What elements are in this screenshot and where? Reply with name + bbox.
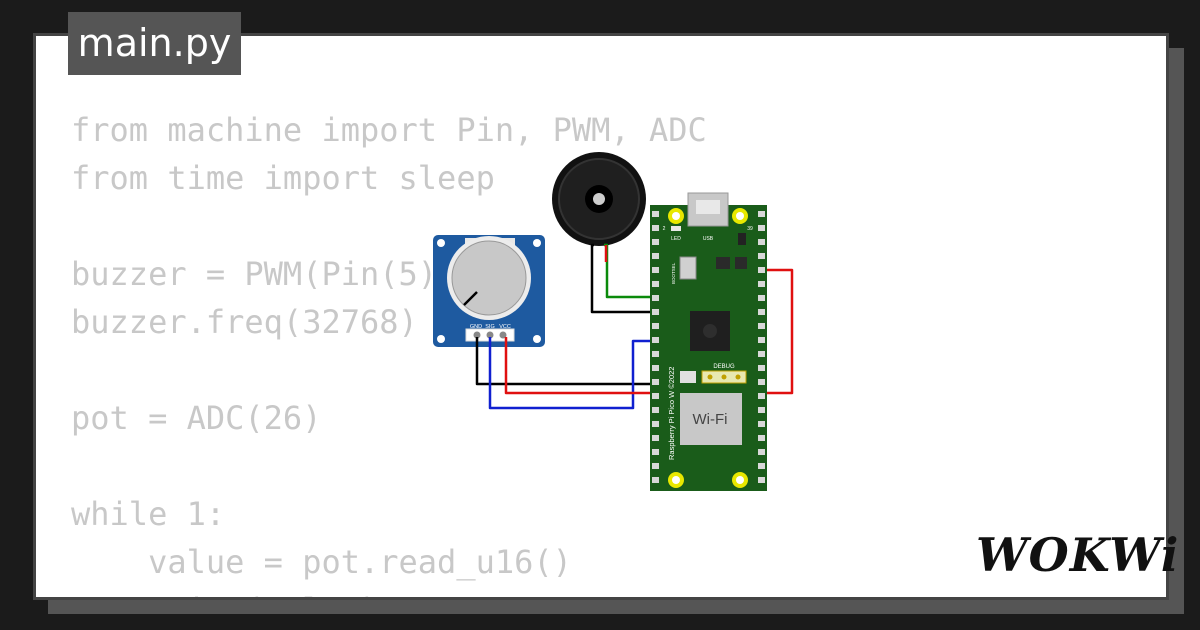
buzzer[interactable] <box>552 152 646 246</box>
pico-led-label: LED <box>671 236 681 242</box>
pot-knob-indicator <box>463 291 478 306</box>
pot-pin-label-vcc: VCC <box>499 324 511 330</box>
pico-bootsel-label: BOOTSEL <box>671 262 676 284</box>
code-line: value = pot.read_u16() <box>71 543 572 581</box>
code-line: from time import sleep <box>71 159 495 197</box>
wokwi-logo: WOKWi <box>976 528 1180 582</box>
pico-debug-label: DEBUG <box>713 364 735 370</box>
wire-pot-gnd-black <box>475 337 658 386</box>
file-tab-main-py[interactable]: main.py <box>68 12 241 75</box>
wires <box>475 243 794 410</box>
wire-buzzer-green <box>604 243 658 299</box>
wire-buzzer-black <box>590 243 658 314</box>
pico-usb-label: USB <box>703 236 714 242</box>
wire-pot-vcc-red <box>504 268 794 395</box>
code-line: from machine import Pin, PWM, ADC <box>71 111 707 149</box>
code-line: pot = ADC(26) <box>71 399 322 437</box>
pico-w-board[interactable]: Wi-Fi LED USB 2 39 DEBUG BOOTSEL Raspber… <box>650 192 767 491</box>
pico-pin-num-right: 39 <box>747 226 753 232</box>
potentiometer[interactable]: GND SIG VCC <box>433 235 545 347</box>
pot-pin-label-gnd: GND <box>470 324 482 330</box>
pico-wifi-label: Wi-Fi <box>693 411 728 428</box>
code-line: buzzer = PWM(Pin(5)) <box>71 255 457 293</box>
code-line: while 1: <box>71 495 226 533</box>
pico-pin-num-left: 2 <box>663 226 666 232</box>
pot-pin-label-sig: SIG <box>485 324 494 330</box>
code-line: print(value) <box>71 586 707 597</box>
code-editor: from machine import Pin, PWM, ADC from ti… <box>71 106 707 597</box>
code-line: buzzer.freq(32768) <box>71 303 418 341</box>
code-card: from machine import Pin, PWM, ADC from ti… <box>33 33 1169 600</box>
pico-board-label: Raspberry Pi Pico W ©2022 <box>667 367 676 460</box>
